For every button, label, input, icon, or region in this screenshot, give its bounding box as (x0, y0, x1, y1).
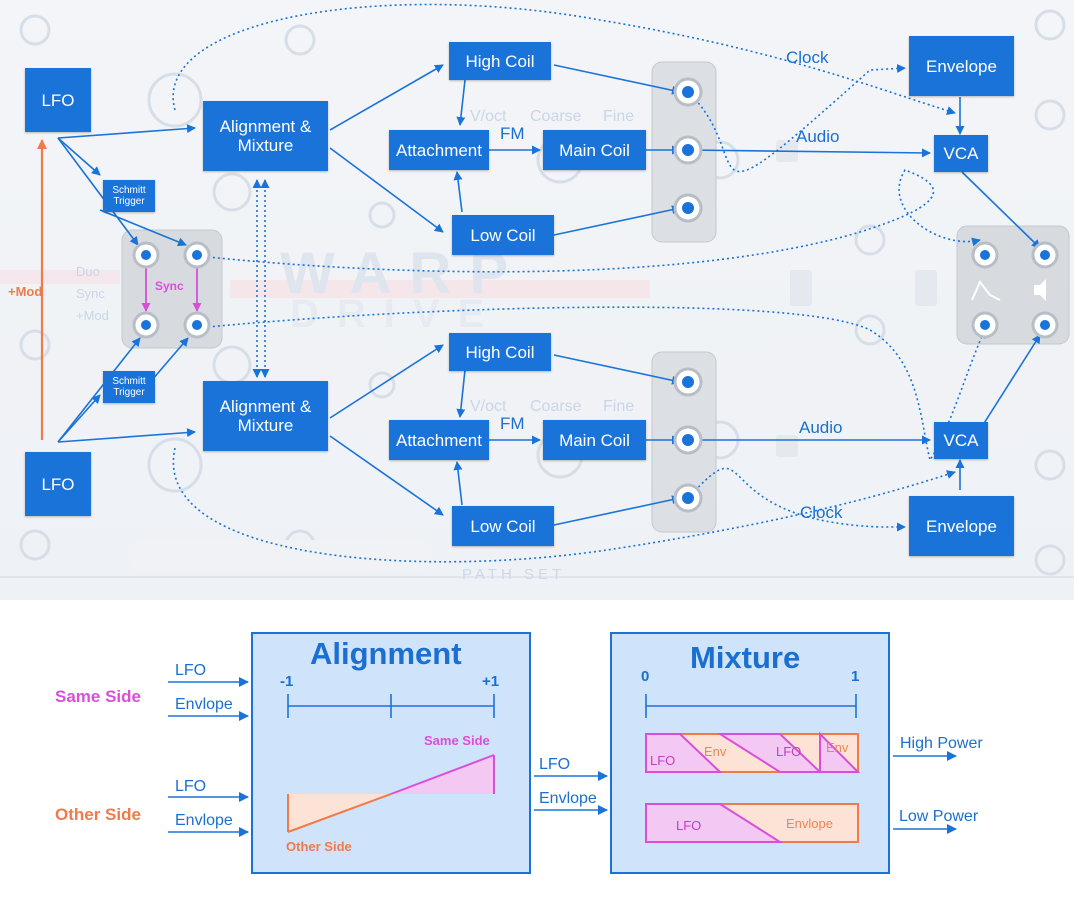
mode-duo-label: Duo (76, 264, 100, 279)
between-lfo-label: LFO (539, 756, 571, 773)
sync-label: Sync (155, 279, 184, 293)
lfo-top-box: LFO (25, 68, 91, 132)
alignment-mixture-bottom-box: Alignment & Mixture (203, 381, 328, 451)
lfo-bottom-box: LFO (25, 452, 91, 516)
attachment-top-box: Attachment (389, 130, 489, 170)
mixture-min-label: 0 (641, 668, 650, 685)
mode-mod-label: +Mod (76, 308, 109, 323)
mix-bottom-envelope: Envlope (786, 816, 833, 831)
alignment-title: Alignment (310, 636, 462, 671)
same-lfo-input-label: LFO (175, 662, 207, 679)
mix-bottom-lfo: LFO (676, 818, 702, 833)
high-coil-bottom-box: High Coil (449, 333, 551, 371)
high-coil-top-box: High Coil (449, 42, 551, 80)
mixture-max-label: 1 (851, 668, 860, 685)
fine-label-top: Fine (603, 108, 635, 125)
mix-top-env-1: Env (704, 744, 727, 759)
schmitt-trigger-top-box: Schmitt Trigger (103, 180, 155, 212)
voct-label-top: V/oct (470, 108, 507, 125)
envelope-bottom-box: Envelope (909, 496, 1014, 556)
schmitt-trigger-bottom-box: Schmitt Trigger (103, 371, 155, 403)
other-envelope-input-label: Envlope (175, 812, 233, 829)
voct-label-bottom: V/oct (470, 398, 507, 415)
low-coil-top-box: Low Coil (452, 215, 554, 255)
vca-top-box: VCA (934, 135, 988, 172)
alignment-min-label: -1 (280, 673, 294, 690)
other-lfo-input-label: LFO (175, 778, 207, 795)
mix-top-lfo-1: LFO (650, 753, 676, 768)
main-coil-bottom-box: Main Coil (543, 420, 646, 460)
alignment-same-side-label: Same Side (424, 733, 490, 748)
audio-label-bottom: Audio (799, 418, 843, 437)
mix-top-lfo-2: LFO (776, 744, 802, 759)
main-coil-top-box: Main Coil (543, 130, 646, 170)
high-power-label: High Power (900, 735, 983, 752)
fine-label-bottom: Fine (603, 398, 635, 415)
mixture-title: Mixture (690, 640, 801, 675)
audio-label-top: Audio (796, 127, 840, 146)
coarse-label-bottom: Coarse (530, 398, 582, 415)
fm-label-bottom: FM (500, 414, 525, 433)
alignment-other-side-label: Other Side (286, 839, 352, 854)
low-coil-bottom-box: Low Coil (452, 506, 554, 546)
panel-footer-text: PATH SET (462, 566, 566, 583)
panel-title-drive: DRIVE (290, 292, 503, 336)
clock-label-top: Clock (786, 48, 829, 67)
alignment-max-label: +1 (482, 673, 500, 690)
same-envelope-input-label: Envlope (175, 696, 233, 713)
mix-top-env-2: Env (826, 740, 849, 755)
clock-label-bottom: Clock (800, 503, 843, 522)
patch-connections (37, 3, 1059, 563)
other-side-label: Other Side (55, 805, 141, 824)
envelope-top-box: Envelope (909, 36, 1014, 96)
between-envelope-label: Envlope (539, 790, 597, 807)
attachment-bottom-box: Attachment (389, 420, 489, 460)
mod-label: +Mod (8, 284, 43, 299)
coarse-label-top: Coarse (530, 108, 582, 125)
vca-bottom-box: VCA (934, 422, 988, 459)
fm-label-top: FM (500, 124, 525, 143)
mode-sync-label: Sync (76, 286, 105, 301)
alignment-mixture-top-box: Alignment & Mixture (203, 101, 328, 171)
low-power-label: Low Power (899, 808, 979, 825)
same-side-label: Same Side (55, 687, 141, 706)
